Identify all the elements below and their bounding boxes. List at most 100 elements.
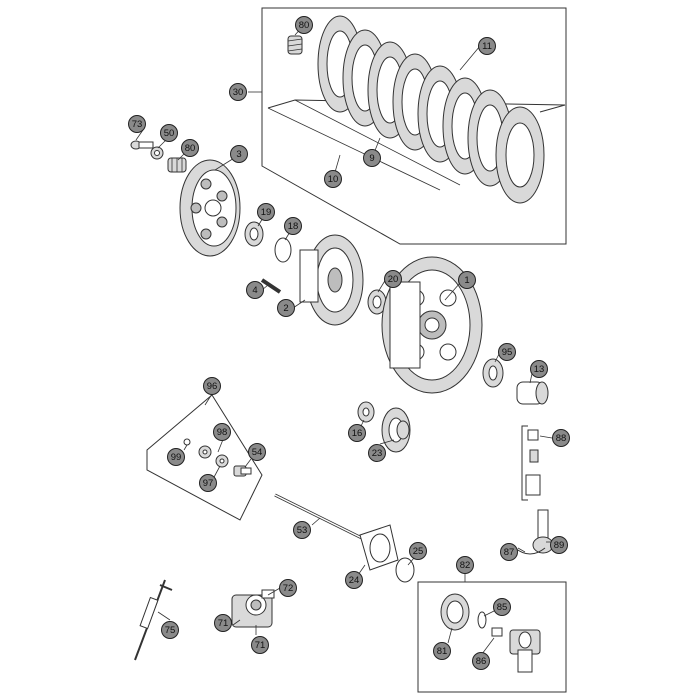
bearing-19 <box>244 221 264 247</box>
callout-98: 98 <box>213 423 231 441</box>
callout-circle <box>248 443 266 461</box>
callout-54: 54 <box>248 443 266 461</box>
callout-number: 20 <box>388 274 399 285</box>
bracket-89 <box>532 509 554 554</box>
callout-circle <box>161 621 179 639</box>
callout-circle <box>213 423 231 441</box>
callout-circle <box>530 360 548 378</box>
valve-group-88 <box>521 425 541 501</box>
gasket-24 <box>359 524 399 571</box>
callout-circle <box>348 424 366 442</box>
callout-number: 97 <box>203 478 214 489</box>
callout-number: 88 <box>556 433 567 444</box>
callout-1: 1 <box>458 271 476 289</box>
callout-number: 11 <box>482 41 492 52</box>
callout-25: 25 <box>409 542 427 560</box>
callout-75: 75 <box>161 621 179 639</box>
callout-circle <box>363 149 381 167</box>
bushing-13 <box>516 381 549 405</box>
callout-number: 89 <box>554 540 565 551</box>
callout-circle <box>324 170 342 188</box>
callout-circle <box>167 448 185 466</box>
callout-number: 25 <box>413 546 424 557</box>
callout-circle <box>368 444 386 462</box>
washer-16 <box>357 401 375 423</box>
callout-80b: 80 <box>181 139 199 157</box>
callout-2: 2 <box>277 299 295 317</box>
clutch-plate-stack <box>317 15 545 204</box>
callout-number: 10 <box>328 174 339 185</box>
callout-number: 4 <box>252 285 257 296</box>
callout-number: 71 <box>218 618 229 629</box>
gear-23 <box>381 407 411 453</box>
callout-circle <box>384 270 402 288</box>
callout-number: 80 <box>299 20 310 31</box>
callout-circle <box>550 536 568 554</box>
kit-parts-96 <box>183 438 252 477</box>
callout-85: 85 <box>493 598 511 616</box>
master-cylinder-kit-frame <box>417 581 567 693</box>
callout-circle <box>199 474 217 492</box>
repair-kit-frame <box>146 394 263 521</box>
callout-number: 85 <box>497 602 508 613</box>
callout-circle <box>345 571 363 589</box>
callout-88: 88 <box>552 429 570 447</box>
callout-circle <box>456 556 474 574</box>
callout-82: 82 <box>456 556 474 574</box>
callout-number: 95 <box>502 347 513 358</box>
callout-circle <box>257 203 275 221</box>
callout-95: 95 <box>498 343 516 361</box>
callout-53: 53 <box>293 521 311 539</box>
callout-number: 81 <box>437 646 448 657</box>
callout-86: 86 <box>472 652 490 670</box>
callout-81: 81 <box>433 642 451 660</box>
callout-number: 23 <box>372 448 383 459</box>
callout-9: 9 <box>363 149 381 167</box>
thrust-washer-20 <box>367 289 387 315</box>
callout-number: 13 <box>534 364 545 375</box>
spring-80-left <box>167 157 187 173</box>
callout-circle <box>229 83 247 101</box>
callout-11: 11 <box>478 37 496 55</box>
washer-50 <box>150 146 164 160</box>
callout-circle <box>552 429 570 447</box>
callout-circle <box>251 636 269 654</box>
callout-23: 23 <box>368 444 386 462</box>
callout-number: 16 <box>352 428 363 439</box>
callout-73: 73 <box>128 115 146 133</box>
callout-80a: 80 <box>295 16 313 34</box>
callout-circle <box>433 642 451 660</box>
callout-circle <box>293 521 311 539</box>
callout-99: 99 <box>167 448 185 466</box>
callout-circle <box>493 598 511 616</box>
callout-3: 3 <box>230 145 248 163</box>
callout-number: 53 <box>297 525 308 536</box>
callout-30: 30 <box>229 83 247 101</box>
callout-circle <box>203 377 221 395</box>
callout-circle <box>214 614 232 632</box>
callout-number: 82 <box>460 560 471 571</box>
callout-circle <box>409 542 427 560</box>
callout-circle <box>160 124 178 142</box>
callout-72: 72 <box>279 579 297 597</box>
callout-18: 18 <box>284 217 302 235</box>
callout-circle <box>472 652 490 670</box>
pin-4 <box>260 278 282 294</box>
master-cylinder-parts <box>440 593 541 673</box>
callout-10: 10 <box>324 170 342 188</box>
callout-circle <box>498 343 516 361</box>
callout-number: 2 <box>283 303 288 314</box>
callout-number: 54 <box>252 447 263 458</box>
outer-clutch-basket <box>381 256 483 394</box>
callout-number: 80 <box>185 143 196 154</box>
callout-87: 87 <box>500 543 518 561</box>
callout-89: 89 <box>550 536 568 554</box>
callout-71a: 71 <box>214 614 232 632</box>
callout-97: 97 <box>199 474 217 492</box>
callout-circle <box>458 271 476 289</box>
callout-number: 24 <box>349 575 360 586</box>
callout-number: 71 <box>255 640 266 651</box>
needle-bearing-95 <box>482 358 504 388</box>
callout-number: 9 <box>369 153 374 164</box>
